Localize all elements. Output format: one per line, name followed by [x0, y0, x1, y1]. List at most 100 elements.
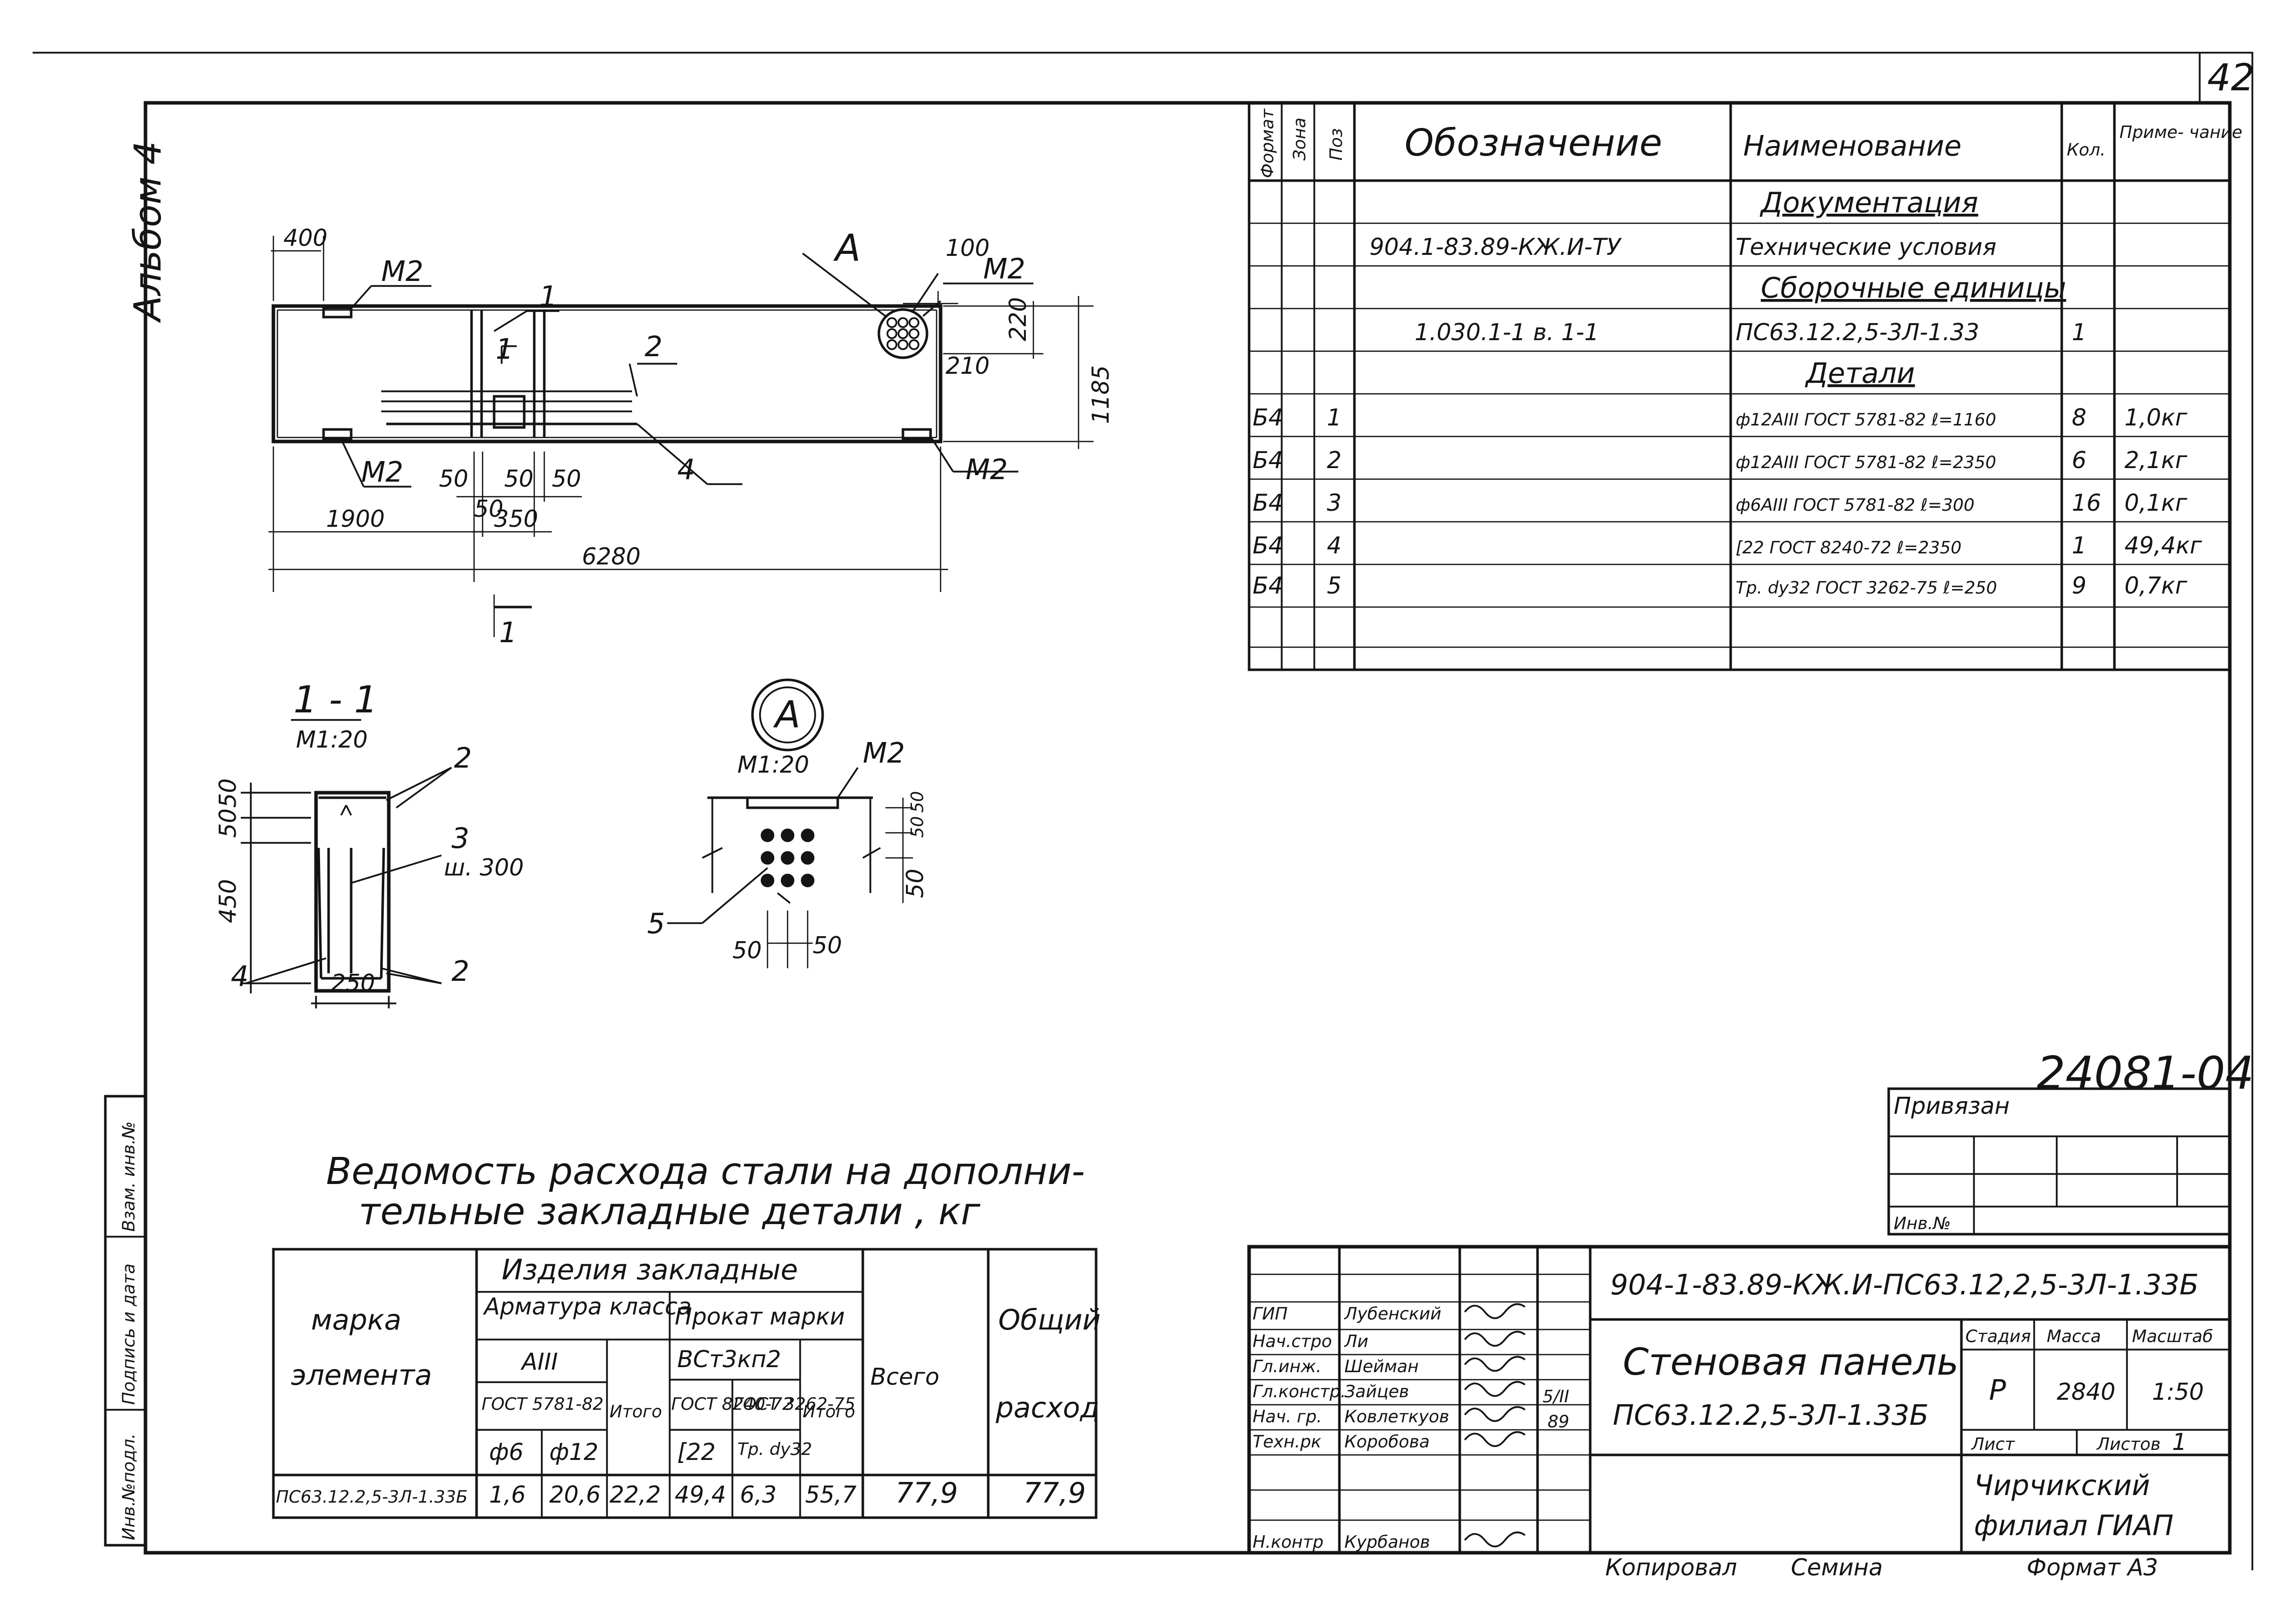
- steel-hdr-d12: ф12: [549, 1438, 598, 1465]
- spec-row-designation: 1.030.1-1 в. 1-1: [1415, 319, 1599, 346]
- node-a-dim-bl: 50: [732, 937, 762, 964]
- elev-pos-4: 4: [677, 454, 695, 486]
- spec-row-name: ф6АIII ГОСТ 5781-82 ℓ=300: [1736, 495, 1974, 515]
- pipe-dot: [908, 317, 920, 328]
- steel-hdr-rebar: Арматура класса: [483, 1293, 692, 1320]
- section-mark-1: 1: [499, 617, 517, 649]
- node-a-pos-5: 5: [647, 908, 665, 940]
- tb-sheets-lbl: Листов: [2096, 1434, 2161, 1454]
- node-a-dim-top1: 50: [907, 816, 928, 838]
- pipe-dot: [908, 328, 920, 339]
- spec-row-name: Документация: [1759, 187, 1978, 219]
- spec-row-pos: 2: [1327, 447, 1341, 474]
- steel-hdr-steel: ВСт3кп2: [677, 1346, 781, 1373]
- steel-hdr-overall1: Общий: [998, 1304, 1101, 1337]
- spec-row-note: 1,0кг: [2124, 404, 2188, 431]
- panel-elevation: [271, 252, 1033, 488]
- dim-400: 400: [283, 224, 328, 251]
- node-a-drawing: [667, 767, 913, 968]
- elev-label-a: А: [833, 227, 861, 270]
- steel-row-mark: ПС63.12.2,5-3Л-1.33Б: [276, 1487, 468, 1507]
- elev-m2-tl: М2: [381, 255, 423, 288]
- embed-m2-bl: [322, 428, 353, 440]
- steel-caption-1: Ведомость расхода стали на дополни-: [326, 1150, 1085, 1193]
- tb-role-2: Гл.инж.: [1253, 1357, 1321, 1377]
- node-a-dim-top2: 50: [907, 791, 928, 813]
- steel-hdr-itogo2: Итого: [803, 1402, 855, 1422]
- tb-sheets-val: 1: [2172, 1428, 2187, 1455]
- pipe-section-dot: [801, 828, 815, 842]
- elev-m2-br: М2: [966, 454, 1008, 486]
- steel-hdr-element: элемента: [291, 1359, 432, 1392]
- spec-table: [1248, 101, 2231, 671]
- spec-row-format: Б4: [1253, 404, 1283, 431]
- steel-hdr-total: Всего: [870, 1363, 939, 1390]
- dim-50d: 50: [474, 495, 504, 522]
- spec-row-name: Технические условия: [1736, 233, 1997, 260]
- section-label-2bot: 2: [451, 955, 470, 988]
- spec-row-format: Б4: [1253, 447, 1283, 474]
- dim-50c: 50: [552, 465, 581, 492]
- spec-row-name: [22 ГОСТ 8240-72 ℓ=2350: [1736, 538, 1961, 558]
- pipe-dot: [897, 339, 908, 350]
- spec-hdr-name: Наименование: [1743, 130, 1961, 163]
- spec-row-qty: 1: [2072, 532, 2086, 559]
- album-label: Альбом 4: [126, 141, 170, 323]
- tb-col-scale: Масштаб: [2132, 1326, 2213, 1347]
- title-block-grid: [1247, 1087, 2232, 1555]
- elevation-dimensions: [268, 236, 1094, 637]
- spec-row-note: 49,4кг: [2124, 532, 2202, 559]
- spec-row-pos: 1: [1327, 404, 1341, 431]
- tb-privyazan: Привязан: [1894, 1092, 2010, 1119]
- steel-hdr-rebar-class: АIII: [520, 1348, 558, 1375]
- steel-hdr-rolled: Прокат марки: [675, 1303, 845, 1330]
- inventory-no: 24081-04: [2037, 1047, 2254, 1100]
- steel-hdr-mark: марка: [311, 1304, 401, 1337]
- embed-m2-tl: [322, 307, 353, 319]
- spec-hdr-qty: Кол.: [2067, 140, 2105, 160]
- steel-hdr-gost3: ГОСТ 3262-75: [733, 1394, 855, 1414]
- spec-row-note: 0,7кг: [2124, 572, 2188, 599]
- spec-row-name: ф12АIII ГОСТ 5781-82 ℓ=1160: [1736, 410, 1996, 430]
- elev-pos-2: 2: [645, 331, 663, 363]
- spec-row-name: Тр. dу32 ГОСТ 3262-75 ℓ=250: [1736, 578, 1997, 598]
- signature-mark: [1464, 1431, 1526, 1447]
- pipe-section-dot: [781, 828, 795, 842]
- steel-row-overall: 77,9: [1023, 1477, 1086, 1510]
- section-dim-50a: 50: [214, 808, 241, 838]
- tb-role-1: Нач.стро: [1253, 1332, 1332, 1352]
- spec-hdr-designation: Обозначение: [1405, 121, 1662, 165]
- spec-row-name: ПС63.12.2,5-3Л-1.33: [1736, 319, 1979, 346]
- steel-hdr-overall2: расход: [995, 1392, 1100, 1424]
- steel-row-c22: 49,4: [675, 1481, 726, 1508]
- steel-row-tr: 6,3: [740, 1481, 777, 1508]
- section-title: 1 - 1: [293, 678, 378, 721]
- tb-stage: Р: [1989, 1374, 2006, 1407]
- spec-row-qty: 1: [2072, 319, 2086, 346]
- spec-row-format: Б4: [1253, 532, 1283, 559]
- section-dim-50b: 50: [214, 778, 241, 808]
- tb-org-2: филиал ГИАП: [1974, 1510, 2174, 1542]
- signature-mark: [1464, 1406, 1526, 1422]
- tb-inv: Инв.№: [1894, 1214, 1951, 1234]
- spec-row-name: Детали: [1804, 357, 1915, 390]
- spec-row-name: ф12АIII ГОСТ 5781-82 ℓ=2350: [1736, 453, 1996, 473]
- tb-code: 904-1-83.89-КЖ.И-ПС63.12,2,5-3Л-1.33Б: [1610, 1269, 2199, 1301]
- section-dim-250: 250: [331, 969, 375, 996]
- node-a-m2: М2: [863, 737, 905, 770]
- tb-sheet-lbl: Лист: [1970, 1434, 2015, 1454]
- tb-format: Формат А3: [2027, 1554, 2158, 1581]
- side-stamp-replace: Взам. инв.№: [119, 1121, 139, 1232]
- dim-1900: 1900: [326, 505, 385, 532]
- node-a-dots: [760, 828, 815, 888]
- side-stamp: [104, 1095, 145, 1547]
- dim-6280: 6280: [582, 543, 641, 570]
- steel-row-total: 77,9: [895, 1477, 958, 1510]
- pipe-dot: [886, 339, 897, 350]
- steel-hdr-itogo1: Итого: [609, 1402, 662, 1422]
- tb-date-1: 5/II: [1543, 1387, 1569, 1407]
- sheet-number: 42: [2207, 56, 2254, 99]
- pipe-section-dot: [760, 828, 775, 842]
